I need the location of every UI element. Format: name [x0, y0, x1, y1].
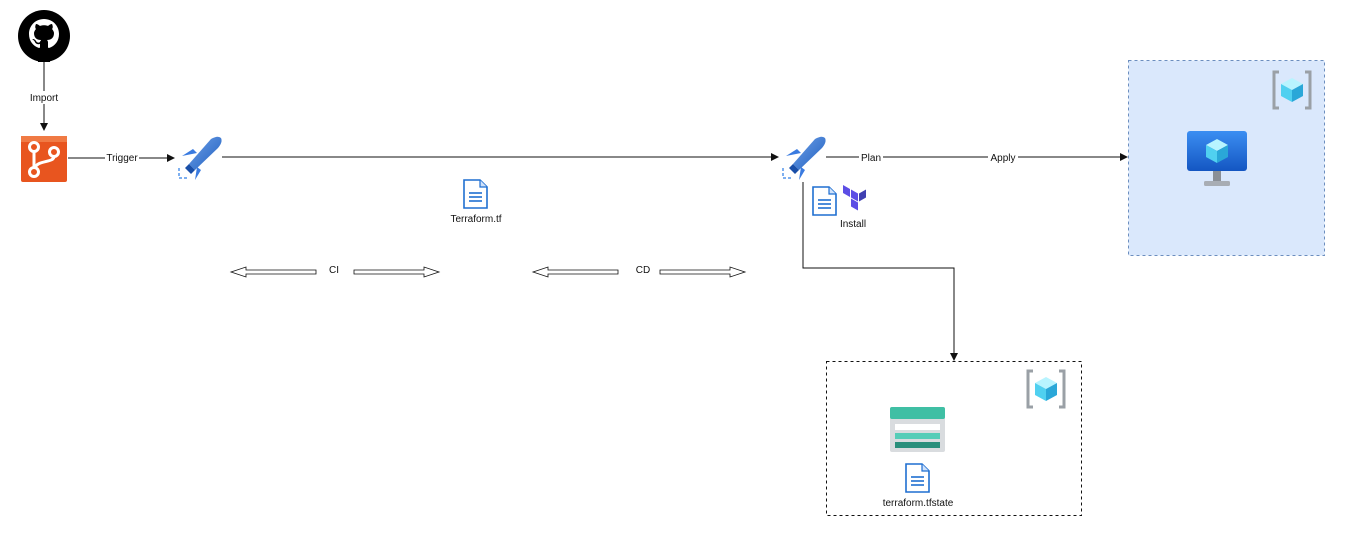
import-label: Import [28, 91, 60, 104]
cd-pipeline-icon[interactable] [782, 136, 826, 180]
resource-group-icon [1272, 70, 1312, 110]
github-icon[interactable] [18, 10, 70, 62]
tfstate-document-icon [905, 463, 930, 493]
plan-label: Plan [859, 151, 883, 164]
tfstate-file[interactable]: terraform.tfstate [883, 463, 954, 509]
cd-phase-marker: CD [531, 265, 747, 278]
storage-resource-group[interactable] [826, 361, 1082, 516]
svg-text:Trigger: Trigger [106, 153, 138, 164]
cd-left-arrow [531, 266, 619, 278]
state-edge[interactable] [802, 182, 958, 361]
cd-document-icon [812, 186, 837, 216]
svg-text:Plan: Plan [861, 153, 881, 164]
terraform-tf-file[interactable]: Terraform.tf [450, 179, 502, 225]
virtual-machine-icon[interactable] [1187, 131, 1247, 186]
document-icon [463, 179, 488, 209]
storage-account-icon[interactable] [890, 407, 945, 452]
azure-repos-icon[interactable] [21, 136, 67, 182]
ci-right-arrow [353, 266, 441, 278]
install-label: Install [840, 219, 866, 230]
svg-text:Import: Import [30, 93, 59, 104]
terraform-icon[interactable] [843, 185, 866, 211]
ci-label: CI [329, 265, 339, 276]
ci-pipeline-icon[interactable] [178, 136, 222, 180]
ci-left-arrow [229, 266, 317, 278]
tfstate-label: terraform.tfstate [883, 498, 954, 509]
trigger-label: Trigger [105, 151, 139, 164]
terraform-tf-label: Terraform.tf [450, 214, 501, 225]
storage-resource-group-icon [1026, 369, 1066, 409]
cd-label: CD [636, 265, 650, 276]
svg-text:Apply: Apply [990, 153, 1015, 164]
ci-phase-marker: CI [229, 265, 441, 278]
apply-label: Apply [988, 151, 1018, 164]
cd-right-arrow [659, 266, 747, 278]
